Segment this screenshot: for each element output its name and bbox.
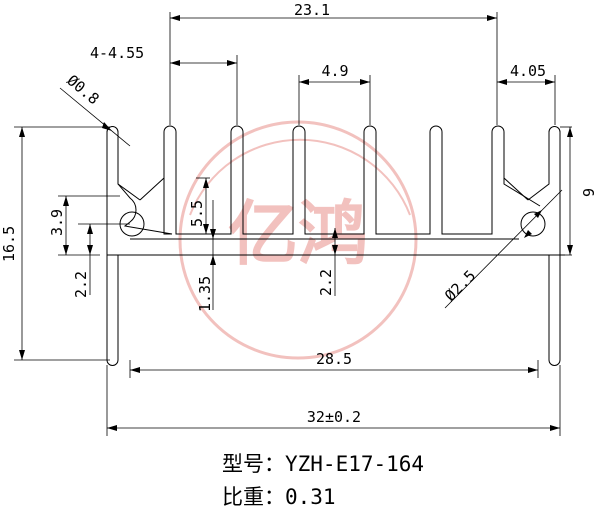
ratio-label: 比重： — [222, 485, 285, 509]
dim-pitch-right: 4.05 — [510, 62, 546, 80]
heatsink-profile — [106, 125, 541, 360]
dim-overall-width: 32±0.2 — [307, 408, 361, 426]
dim-slot-width: 4.9 — [321, 62, 348, 80]
ratio-caption: 比重：0.31 — [222, 481, 336, 511]
dim-hole-small: Ø0.8 — [63, 71, 102, 108]
model-label: 型号： — [222, 452, 285, 476]
dim-base-offset: 2.2 — [317, 269, 335, 296]
dim-inner-width: 28.5 — [316, 350, 352, 368]
dim-fin-base: 5.5 — [188, 200, 206, 227]
dim-hole-offset: 2.2 — [72, 271, 90, 298]
model-caption: 型号：YZH-E17-164 — [222, 448, 424, 478]
dim-pitch-left: 4-4.55 — [90, 44, 144, 62]
dim-side-height: 9 — [580, 188, 598, 197]
dim-overall-top: 23.1 — [294, 1, 330, 19]
heatsink-drawing: 亿鸿 23.1 4-4.55 4.9 — [0, 1, 598, 436]
ratio-value: 0.31 — [285, 485, 336, 509]
right-hole — [520, 211, 546, 237]
dim-hole-large: Ø2.5 — [441, 267, 479, 305]
profile-lines — [106, 126, 565, 366]
model-value: YZH-E17-164 — [285, 452, 425, 476]
dim-base-thickness: 1.35 — [196, 276, 214, 312]
watermark-stamp: 亿鸿 — [178, 120, 418, 360]
dim-hole-height: 3.9 — [48, 209, 66, 236]
dim-height-total: 16.5 — [0, 226, 18, 262]
